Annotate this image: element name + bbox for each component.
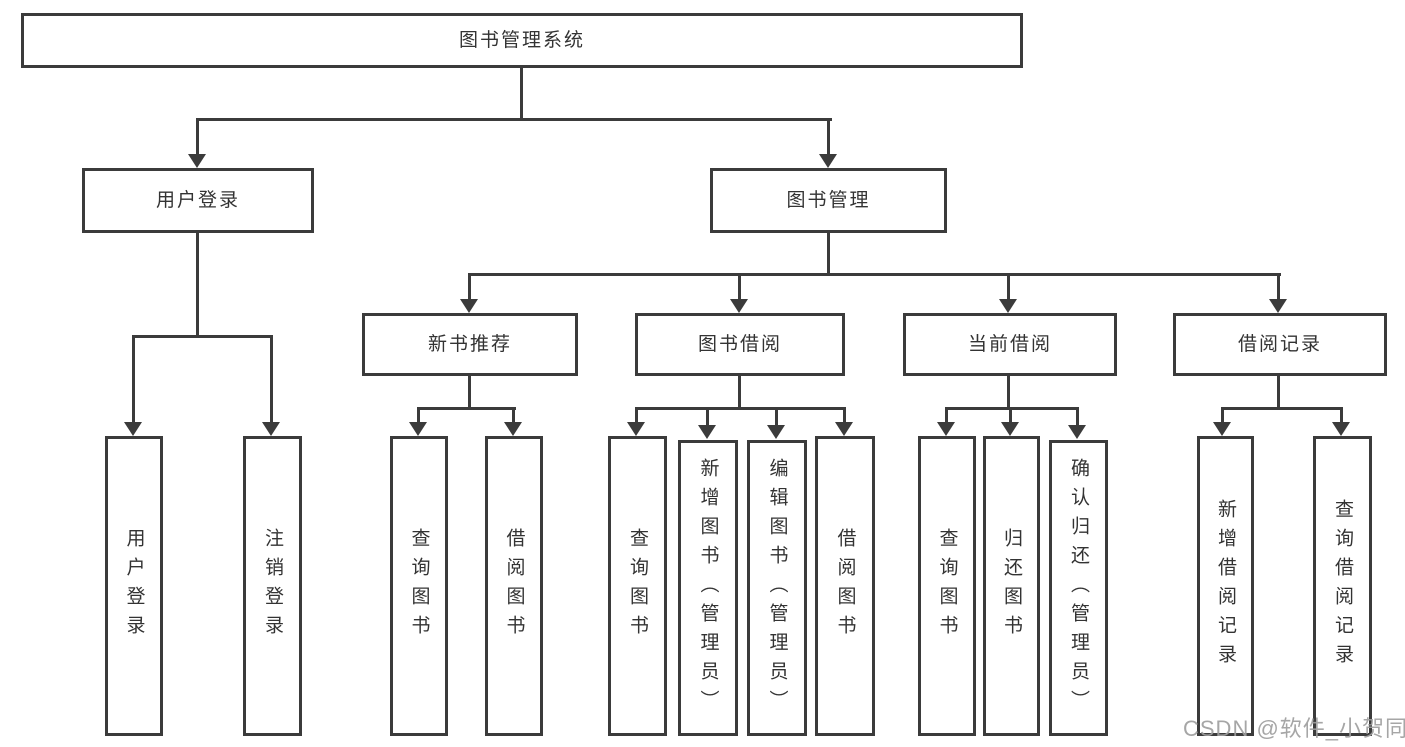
arrow-down-icon: [188, 154, 206, 168]
leaf-user-login: 用户登录: [105, 436, 163, 736]
leaf-query-borrow-record-label: 查询借阅记录: [1332, 499, 1353, 673]
leaf-query-books-current-label: 查询图书: [936, 528, 958, 644]
node-user-login-label: 用户登录: [155, 190, 240, 211]
node-borrow-records-label: 借阅记录: [1237, 334, 1322, 355]
connector-to-new-book: [468, 273, 471, 301]
connector-leaf-stem: [843, 407, 846, 425]
leaf-query-borrow-record: 查询借阅记录: [1313, 436, 1372, 736]
arrow-down-icon: [627, 422, 645, 436]
connector-book-borrow-rail: [636, 407, 846, 410]
node-book-management: 图书管理: [710, 168, 947, 233]
leaf-borrow-books-recommend-label: 借阅图书: [503, 528, 525, 644]
node-book-borrow-label: 图书借阅: [697, 334, 782, 355]
arrow-down-icon: [409, 422, 427, 436]
leaf-add-borrow-record-label: 新增借阅记录: [1215, 499, 1236, 673]
leaf-user-login-label: 用户登录: [123, 528, 145, 644]
leaf-add-books-admin: 新增图书（管理员）: [678, 440, 738, 736]
arrow-down-icon: [698, 425, 716, 439]
leaf-query-books-recommend: 查询图书: [390, 436, 448, 736]
connector-level3-rail: [469, 273, 1281, 276]
leaf-edit-books-admin-label: 编辑图书（管理员）: [766, 457, 788, 719]
connector-leaf-stem: [1340, 407, 1343, 425]
connector-user-login-rail: [133, 335, 273, 338]
leaf-confirm-return-admin-label: 确认归还（管理员）: [1068, 457, 1089, 719]
arrow-down-icon: [937, 422, 955, 436]
connector-current-borrow-rail: [946, 407, 1079, 410]
connector-leaf-stem: [1009, 407, 1012, 425]
arrow-down-icon: [767, 425, 785, 439]
leaf-return-books: 归还图书: [983, 436, 1040, 736]
arrow-down-icon: [730, 299, 748, 313]
leaf-query-books-recommend-label: 查询图书: [408, 528, 430, 644]
node-book-management-label: 图书管理: [786, 190, 871, 211]
leaf-logout-login: 注销登录: [243, 436, 302, 736]
arrow-down-icon: [504, 422, 522, 436]
node-root-label: 图书管理系统: [458, 30, 585, 51]
node-root-book-management-system: 图书管理系统: [21, 13, 1023, 68]
connector-book-management-stub: [827, 233, 830, 273]
leaf-borrow-books: 借阅图书: [815, 436, 875, 736]
node-book-borrow: 图书借阅: [635, 313, 845, 376]
connector-level2-rail: [197, 118, 832, 121]
connector-to-book-management: [827, 118, 830, 156]
node-current-borrow: 当前借阅: [903, 313, 1117, 376]
arrow-down-icon: [1001, 422, 1019, 436]
leaf-return-books-label: 归还图书: [1001, 528, 1022, 644]
arrow-down-icon: [124, 422, 142, 436]
arrow-down-icon: [1269, 299, 1287, 313]
leaf-logout-login-label: 注销登录: [262, 528, 283, 644]
arrow-down-icon: [999, 299, 1017, 313]
arrow-down-icon: [460, 299, 478, 313]
connector-current-borrow-stub: [1007, 376, 1010, 407]
connector-borrow-records-rail: [1222, 407, 1343, 410]
connector-to-user-login: [196, 118, 199, 156]
arrow-down-icon: [835, 422, 853, 436]
connector-user-login-stub: [196, 233, 199, 335]
connector-borrow-records-stub: [1277, 376, 1280, 407]
leaf-add-books-admin-label: 新增图书（管理员）: [697, 457, 719, 719]
connector-new-book-rail: [418, 407, 516, 410]
node-new-book-recommend: 新书推荐: [362, 313, 578, 376]
leaf-edit-books-admin: 编辑图书（管理员）: [747, 440, 807, 736]
connector-to-borrow-records: [1277, 273, 1280, 301]
arrow-down-icon: [1068, 425, 1086, 439]
connector-to-leaf-user-login: [132, 335, 135, 423]
connector-leaf-stem: [512, 407, 515, 425]
leaf-query-books-current: 查询图书: [918, 436, 976, 736]
connector-leaf-stem: [635, 407, 638, 425]
leaf-query-books-borrow-label: 查询图书: [627, 528, 648, 644]
arrow-down-icon: [262, 422, 280, 436]
node-new-book-recommend-label: 新书推荐: [427, 334, 512, 355]
leaf-add-borrow-record: 新增借阅记录: [1197, 436, 1254, 736]
connector-leaf-stem: [945, 407, 948, 425]
arrow-down-icon: [819, 154, 837, 168]
connector-book-borrow-stub: [738, 376, 741, 407]
connector-leaf-stem: [417, 407, 420, 425]
leaf-borrow-books-label: 借阅图书: [834, 528, 856, 644]
connector-leaf-stem: [706, 407, 709, 425]
connector-new-book-stub: [468, 376, 471, 407]
arrow-down-icon: [1213, 422, 1231, 436]
connector-to-book-borrow: [738, 273, 741, 301]
connector-leaf-stem: [1076, 407, 1079, 425]
connector-leaf-stem: [1221, 407, 1224, 425]
connector-to-current-borrow: [1007, 273, 1010, 301]
connector-to-leaf-logout: [270, 335, 273, 423]
csdn-watermark: CSDN @软件_小贺同学: [1183, 716, 1405, 741]
node-borrow-records: 借阅记录: [1173, 313, 1387, 376]
arrow-down-icon: [1332, 422, 1350, 436]
connector-root-stub: [520, 68, 523, 118]
connector-leaf-stem: [775, 407, 778, 425]
node-user-login: 用户登录: [82, 168, 314, 233]
leaf-confirm-return-admin: 确认归还（管理员）: [1049, 440, 1108, 736]
leaf-query-books-borrow: 查询图书: [608, 436, 667, 736]
node-current-borrow-label: 当前借阅: [967, 334, 1052, 355]
leaf-borrow-books-recommend: 借阅图书: [485, 436, 543, 736]
